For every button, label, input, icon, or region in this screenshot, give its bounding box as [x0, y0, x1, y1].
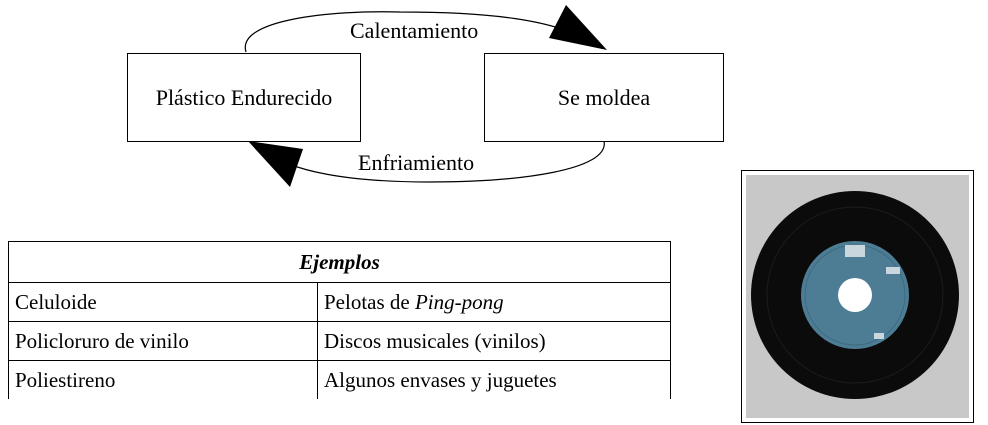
vinyl-record-image: [746, 175, 969, 418]
heating-arrowhead: [549, 5, 607, 50]
material-cell: Celuloide: [8, 282, 318, 322]
cooling-arrowhead: [248, 141, 303, 187]
table-row: Poliestireno Algunos envases y juguetes: [8, 360, 671, 399]
table-row: Policloruro de vinilo Discos musicales (…: [8, 321, 671, 361]
cycle-arrows: [244, 5, 607, 187]
table-row: Celuloide Pelotas de Ping-pong: [8, 282, 671, 322]
record-center-hole: [838, 278, 872, 312]
thermoplastic-cycle-diagram: Plástico Endurecido Se moldea Calentamie…: [0, 0, 740, 200]
cooling-label: Enfriamiento: [356, 150, 477, 175]
use-cell: Pelotas de Ping-pong: [317, 282, 671, 322]
cooling-arc: [263, 140, 605, 183]
use-cell: Algunos envases y juguetes: [317, 360, 671, 399]
heating-arc: [244, 11, 597, 53]
use-cell: Discos musicales (vinilos): [317, 321, 671, 361]
label-text-mark: [886, 267, 900, 274]
material-cell: Policloruro de vinilo: [8, 321, 318, 361]
heating-label: Calentamiento: [348, 18, 481, 43]
use-text: Pelotas de: [324, 289, 415, 314]
vinyl-record-photo: [741, 170, 974, 423]
table-header: Ejemplos: [8, 241, 671, 283]
label-logo-mark: [845, 245, 865, 257]
material-cell: Poliestireno: [8, 360, 318, 399]
hardened-plastic-box: Plástico Endurecido: [127, 53, 361, 142]
table-header-row: Ejemplos: [8, 241, 671, 283]
molded-box: Se moldea: [484, 53, 724, 142]
label-small-mark: [874, 333, 884, 339]
examples-table: Ejemplos Celuloide Pelotas de Ping-pong …: [8, 241, 671, 399]
record-groove-ring: [766, 206, 944, 384]
use-italic-text: Ping-pong: [414, 289, 504, 314]
